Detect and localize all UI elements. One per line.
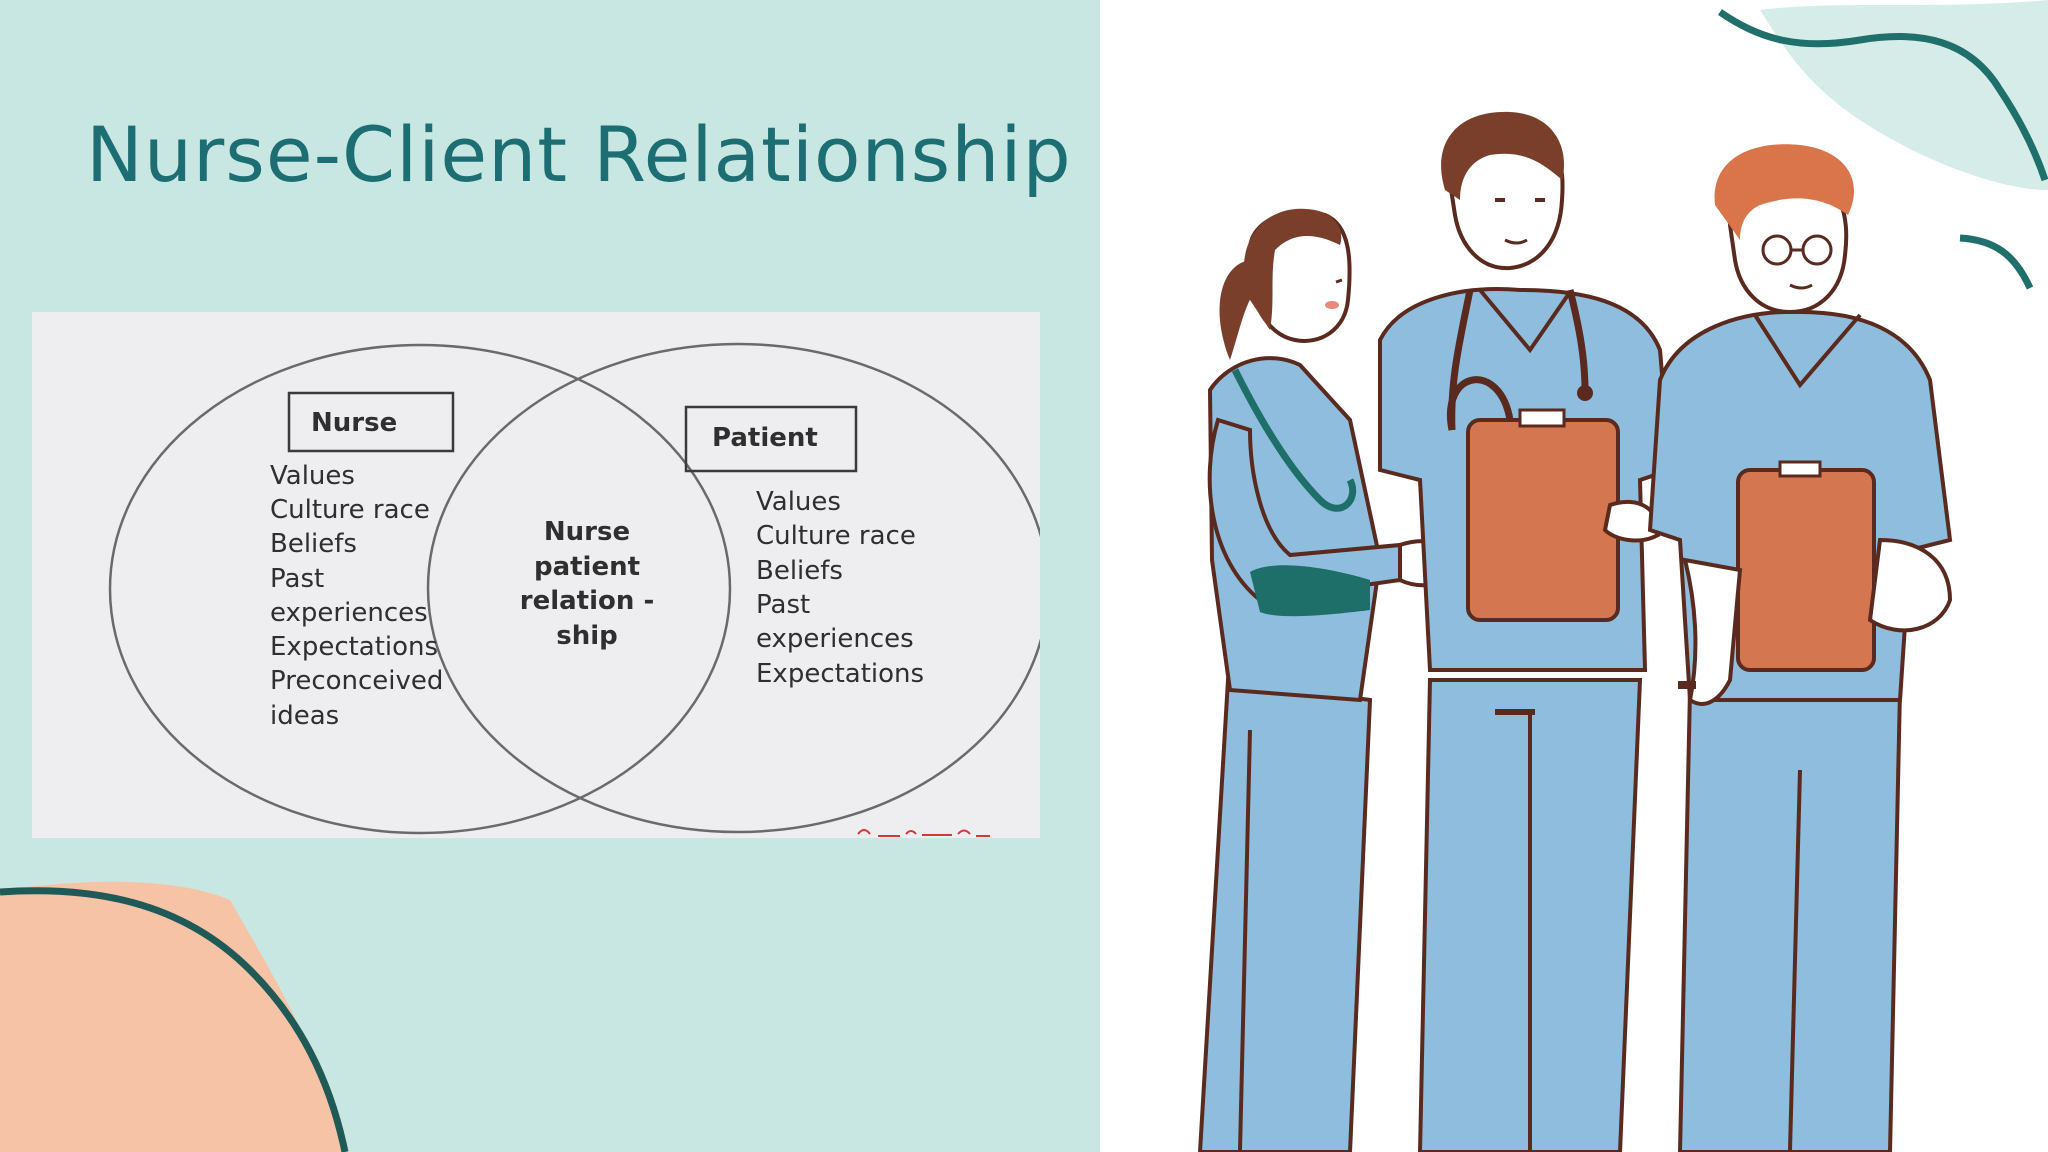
nurse-figure-right [1647,144,1953,1152]
decorative-corner [1717,0,2048,290]
nurse-item: Culture race [270,495,430,525]
venn-background [32,312,1040,838]
nurse-item: Preconceived [270,666,443,696]
overlap-line: Nurse [544,517,630,547]
teal-leaf-shape [1760,0,2048,190]
decorative-curve [0,887,349,1152]
slide-title: Nurse-Client Relationship [86,110,1072,199]
overlap-line: ship [556,621,618,651]
left-nurse-top [1207,356,1383,703]
middle-stethoscope-tube [1446,376,1514,431]
patient-heading: Patient [712,423,818,453]
overlap-line: relation - [520,586,654,616]
right-nurse-hair [1714,144,1855,240]
middle-clipboard [1466,418,1620,622]
patient-item: Beliefs [756,556,843,586]
teal-curve-lower [1959,234,2034,290]
middle-nurse-mouth [1504,238,1528,245]
patient-item: Values [756,487,841,517]
patient-item: experiences [756,624,914,654]
middle-clipboard-clip [1518,408,1566,428]
nurse-item: Values [270,461,355,491]
nurse-item: Beliefs [270,529,357,559]
nurse-heading: Nurse [311,408,397,438]
middle-nurse-collar [1478,288,1572,354]
left-nurse-hair [1243,208,1342,330]
left-panel: Nurse-Client Relationship Nurse Values C… [0,110,1072,1152]
left-nurse-blush [1325,301,1339,309]
right-clipboard [1736,468,1876,672]
middle-nurse-hand [1602,499,1661,543]
right-clipboard-clip [1778,460,1822,478]
patient-item: Culture race [756,521,916,551]
left-nurse-pants-seam [1238,729,1252,1151]
right-nurse-pants-seam [1788,769,1802,1151]
right-nurse-hand-left [1682,557,1743,706]
venn-diagram: Nurse Values Culture race Beliefs Past e… [32,312,1040,838]
nurse-item: ideas [270,701,339,731]
left-nurse-ponytail [1219,260,1260,360]
left-nurse-pants [1197,677,1373,1152]
patient-item: Past [756,590,810,620]
nurses-illustration [1197,111,1953,1152]
right-nurse-hand-right [1867,537,1953,633]
patient-heading-box [684,405,858,473]
right-panel [1100,0,2048,1152]
right-nurse-mouth [1789,283,1813,290]
left-nurse-eye [1335,278,1343,284]
right-nurse-collar [1753,313,1862,389]
nurse-item: Expectations [270,632,438,662]
nurse-heading-box [287,391,455,453]
nurse-figure-middle [1378,111,1673,1152]
left-nurse-stethoscope [1231,368,1357,512]
nurse-item: Past [270,564,324,594]
teal-curve [1717,9,2048,182]
middle-stethoscope-bell [1577,385,1593,401]
middle-nurse-hair [1441,111,1565,200]
left-nurse-armband [1250,565,1370,617]
peach-blob-shape [0,881,345,1152]
patient-circle [426,342,1040,834]
overlap-line: patient [534,552,640,582]
source-note-cropped [857,829,990,837]
nurse-item: experiences [270,598,428,628]
nurse-circle [108,343,732,835]
venn-diagram-svg: Nurse Values Culture race Beliefs Past e… [32,312,1040,838]
decorative-blob [0,881,349,1152]
patient-item: Expectations [756,659,924,689]
